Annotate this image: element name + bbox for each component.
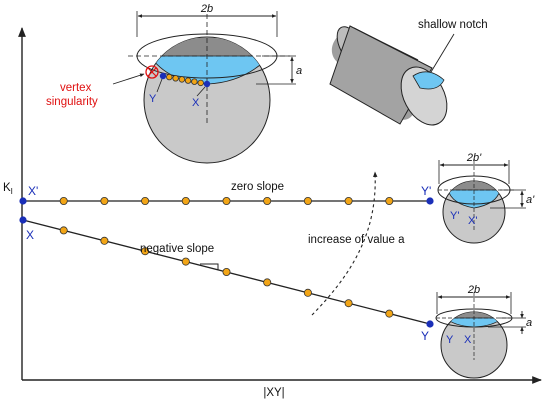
deep-disc-top — [443, 181, 505, 190]
crack-front-point — [178, 76, 186, 83]
zero-slope-point — [181, 196, 190, 205]
negative-slope-point — [344, 299, 353, 308]
cylinder-notch — [412, 71, 445, 90]
increase-arrow — [311, 171, 378, 316]
deep-depth-label: a' — [526, 194, 535, 206]
negative-slope-point — [222, 267, 231, 276]
crack-front-point — [166, 73, 173, 81]
negative-slope-series: X Y negative slope — [19, 216, 434, 343]
large-point-y — [159, 72, 167, 80]
notched-cylinder: shallow notch — [329, 19, 488, 126]
shallow-label-x: X — [464, 334, 472, 346]
zero-slope-point — [263, 196, 272, 205]
y-axis-label: KI — [3, 182, 13, 196]
negative-slope-point — [385, 309, 394, 318]
small-section-shallow: 2b a Y X — [435, 284, 532, 379]
negative-slope-label: negative slope — [140, 243, 214, 255]
crack-front-point — [184, 77, 192, 84]
negative-slope-point — [303, 288, 312, 297]
shallow-label-y: Y — [446, 334, 454, 346]
increase-label: increase of value a — [308, 234, 405, 246]
deep-label-y: Y' — [450, 210, 459, 222]
vertex-singularity-cross-2 — [147, 67, 157, 77]
vertex-singularity-marker — [145, 65, 159, 79]
zero-slope-point — [385, 196, 394, 205]
zero-slope-point — [141, 196, 150, 205]
negative-slope-point — [59, 226, 68, 235]
large-label-x: X — [192, 97, 200, 109]
crack-front-point — [197, 79, 204, 87]
crack-front-point — [172, 75, 179, 82]
negative-slope-point — [263, 278, 272, 287]
vertex-label-line1: vertex — [60, 82, 92, 94]
vertex-label-arrow — [112, 73, 145, 85]
deep-width-label: 2b' — [466, 152, 482, 164]
crack-front-point — [191, 78, 198, 85]
zero-slope-end-label: Y' — [421, 184, 431, 198]
large-width-label: 2b — [200, 3, 213, 15]
shallow-width-label: 2b — [467, 284, 480, 296]
large-leader-x — [196, 86, 206, 97]
zero-slope-point — [222, 196, 231, 205]
negative-slope-start-label: X — [26, 228, 34, 242]
zero-slope-point — [303, 196, 312, 205]
shallow-disc-top — [441, 312, 507, 318]
zero-slope-series: X' Y' zero slope — [19, 181, 434, 205]
large-leader-y — [156, 78, 163, 93]
zero-slope-end-point — [426, 197, 434, 205]
negative-slope-end-label: Y — [421, 329, 429, 343]
large-front-points — [166, 73, 204, 87]
zero-slope-point — [100, 196, 109, 205]
negative-slope-points — [59, 226, 394, 318]
negative-slope-point — [100, 236, 109, 245]
zero-slope-points — [59, 196, 394, 205]
vertex-label-line2: singularity — [46, 96, 98, 108]
x-axis-label: |XY| — [263, 387, 284, 399]
large-disc-top — [144, 38, 270, 56]
negative-slope-point — [181, 257, 190, 266]
shallow-depth-label: a — [526, 317, 532, 329]
large-depth-label: a — [296, 65, 302, 77]
large-point-x — [203, 80, 211, 88]
zero-slope-point — [344, 196, 353, 205]
shallow-notch-label: shallow notch — [418, 19, 488, 31]
zero-slope-point — [59, 196, 68, 205]
shallow-notch-leader — [430, 33, 455, 73]
large-label-y: Y — [149, 93, 157, 105]
small-section-deep: 2b' a' Y' X' — [437, 152, 535, 244]
large-cross-section: 2b a Y X — [128, 3, 302, 164]
deep-label-x: X' — [468, 215, 477, 227]
negative-slope-end-point — [426, 320, 434, 328]
zero-slope-start-point — [19, 197, 27, 205]
negative-slope-start-point — [19, 216, 27, 224]
slope-triangle — [200, 263, 219, 270]
negative-slope-point — [141, 247, 150, 256]
zero-slope-label: zero slope — [231, 181, 284, 193]
zero-slope-start-label: X' — [28, 184, 38, 198]
